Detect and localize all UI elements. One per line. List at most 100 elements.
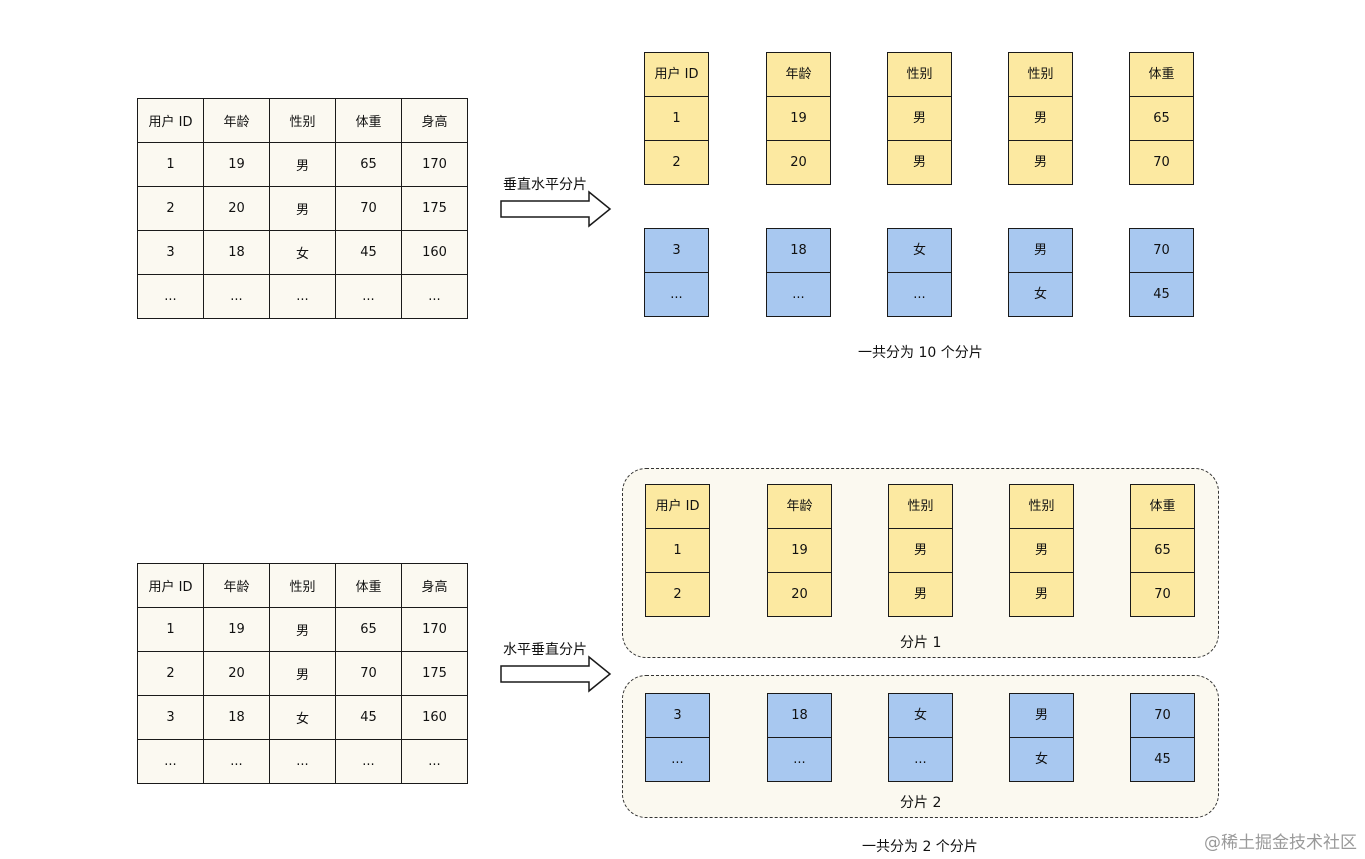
table-cell: 70 [335,651,402,696]
table-cell: ... [269,739,336,784]
shard-column-blue: 女 ... [888,693,953,782]
table-header-row: 用户 ID 年龄 性别 体重 身高 [137,98,468,143]
table-cell: ... [203,274,270,319]
shard-column-blue: 女 ... [887,228,952,317]
shard-cell: 年龄 [767,53,830,97]
table-row: ... ... ... ... ... [137,739,468,784]
shard-cell: 女 [889,694,952,738]
table-cell: ... [203,739,270,784]
shard-column-blue: 18 ... [767,693,832,782]
source-table-bottom: 用户 ID 年龄 性别 体重 身高 1 19 男 65 170 2 20 男 7… [137,563,468,784]
shard-column-blue: 男 女 [1008,228,1073,317]
table-cell: 20 [203,186,270,231]
table-cell: 175 [401,651,468,696]
table-header-cell: 体重 [335,98,402,143]
table-cell: 1 [137,607,204,652]
shard-cell: 19 [768,529,831,573]
right-arrow-icon [500,190,612,228]
shard-column-yellow: 年龄 19 20 [767,484,832,617]
table-cell: 男 [269,142,336,187]
table-cell: 3 [137,230,204,275]
shard-column-blue: 3 ... [645,693,710,782]
shard-column-yellow: 体重 65 70 [1130,484,1195,617]
shard-column-yellow: 年龄 19 20 [766,52,831,185]
shard-column-blue: 18 ... [766,228,831,317]
shard-column-blue: 70 45 [1130,693,1195,782]
shard-cell: 19 [767,97,830,141]
source-table-top: 用户 ID 年龄 性别 体重 身高 1 19 男 65 170 2 20 男 7… [137,98,468,319]
shard-cell: 男 [1010,694,1073,738]
shard-cell: 20 [791,587,808,602]
table-cell: 男 [269,607,336,652]
table-cell: ... [401,739,468,784]
shard-cell: 70 [1153,155,1170,170]
shard-column-yellow: 性别 男 男 [1008,52,1073,185]
table-cell: 19 [203,607,270,652]
table-cell: ... [269,274,336,319]
table-cell: ... [137,274,204,319]
table-cell: 170 [401,142,468,187]
table-cell: 65 [335,607,402,652]
shard-cell: 20 [790,155,807,170]
table-header-cell: 年龄 [203,98,270,143]
table-cell: 175 [401,186,468,231]
table-cell: 18 [203,695,270,740]
table-cell: 1 [137,142,204,187]
table-cell: 45 [335,230,402,275]
table-header-cell: 用户 ID [137,563,204,608]
shard-cell: 65 [1130,97,1193,141]
table-cell: 70 [335,186,402,231]
shard-group-1-label: 分片 1 [900,635,942,651]
table-row: 2 20 男 70 175 [137,651,468,696]
shard-cell: 70 [1130,229,1193,273]
table-cell: 2 [137,186,204,231]
shard-column-yellow: 体重 65 70 [1129,52,1194,185]
shard-cell: 男 [1009,229,1072,273]
table-row: 1 19 男 65 170 [137,607,468,652]
table-header-cell: 性别 [269,98,336,143]
watermark: @稀土掘金技术社区 [1204,833,1357,853]
shard-column-blue: 男 女 [1009,693,1074,782]
table-cell: 160 [401,695,468,740]
table-header-cell: 用户 ID [137,98,204,143]
shard-cell: 女 [1033,287,1047,302]
shard-column-yellow: 性别 男 男 [887,52,952,185]
shard-cell: 男 [913,587,927,602]
shard-count-caption-bottom: 一共分为 2 个分片 [862,839,978,855]
shard-column-blue: 3 ... [644,228,709,317]
table-cell: 170 [401,607,468,652]
table-cell: 45 [335,695,402,740]
shard-cell: ... [792,287,805,302]
shard-cell: 用户 ID [646,485,709,529]
right-arrow-icon [500,655,612,693]
shard-cell: 3 [645,229,708,273]
shard-cell: 男 [1033,155,1047,170]
table-cell: ... [335,274,402,319]
shard-cell: 性别 [888,53,951,97]
table-cell: 65 [335,142,402,187]
shard-cell: 70 [1154,587,1171,602]
table-cell: 女 [269,230,336,275]
shard-cell: 用户 ID [645,53,708,97]
shard-cell: 体重 [1131,485,1194,529]
table-cell: 19 [203,142,270,187]
table-cell: ... [335,739,402,784]
arrow-label-top: 垂直水平分片 [503,177,587,193]
shard-cell: 性别 [1009,53,1072,97]
shard-cell: 男 [912,155,926,170]
table-header-cell: 性别 [269,563,336,608]
shard-cell: 3 [646,694,709,738]
table-row: ... ... ... ... ... [137,274,468,319]
shard-cell: 2 [672,155,681,170]
shard-cell: 女 [888,229,951,273]
shard-column-yellow: 性别 男 男 [888,484,953,617]
table-cell: 3 [137,695,204,740]
table-cell: ... [137,739,204,784]
shard-cell: 体重 [1130,53,1193,97]
shard-column-blue: 70 45 [1129,228,1194,317]
shard-cell: ... [670,287,683,302]
shard-column-yellow: 用户 ID 1 2 [645,484,710,617]
shard-cell: 女 [1034,752,1048,767]
table-row: 1 19 男 65 170 [137,142,468,187]
shard-column-yellow: 用户 ID 1 2 [644,52,709,185]
